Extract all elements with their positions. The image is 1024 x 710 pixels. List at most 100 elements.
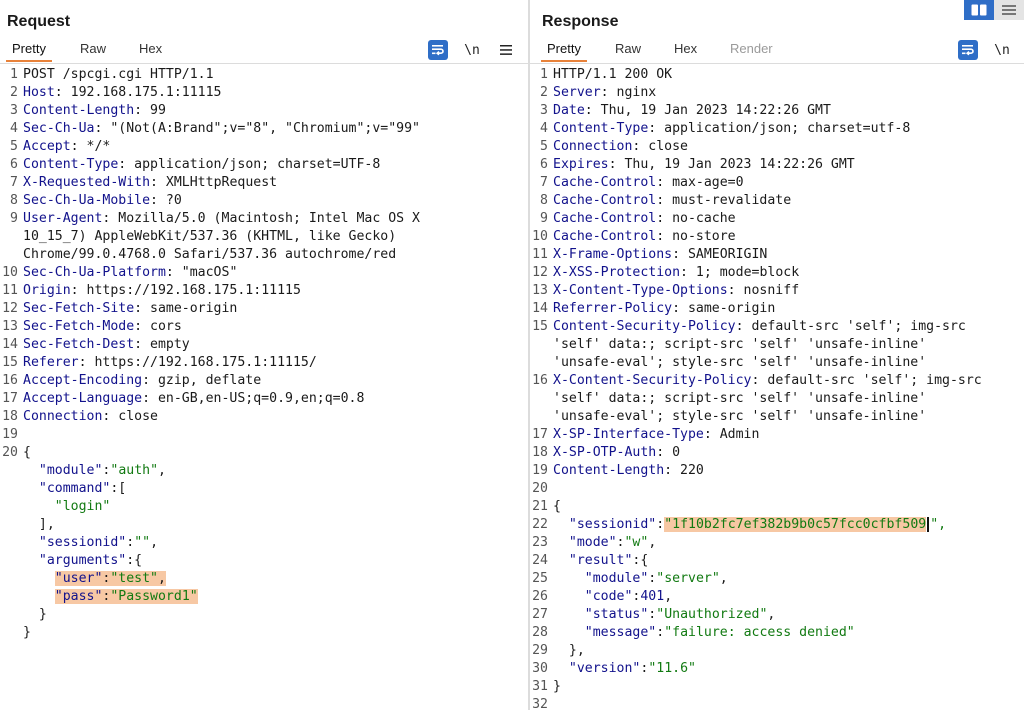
code-token: Content-Type [23, 157, 119, 172]
word-wrap-icon[interactable] [958, 40, 978, 60]
tab-pretty[interactable]: Pretty [6, 41, 52, 62]
code-token: "command" [38, 481, 111, 496]
line-number [530, 408, 553, 426]
code-token: Cache-Control [553, 229, 657, 244]
code-token: : 192.168.175.1:11115 [54, 85, 222, 100]
code-token: Content-Security-Policy [553, 319, 736, 334]
tab-hex[interactable]: Hex [674, 41, 698, 56]
code-text: Expires: Thu, 19 Jan 2023 14:22:26 GMT [553, 156, 855, 174]
highlighted-token: "pass" [54, 589, 103, 604]
word-wrap-icon[interactable] [428, 40, 448, 60]
code-token: : must-revalidate [656, 193, 792, 208]
line-number: 15 [2, 355, 18, 370]
code-token: Sec-Ch-Ua-Mobile [23, 193, 151, 208]
code-line: 20 { [0, 444, 528, 462]
code-token: "sessionid" [38, 535, 127, 550]
code-text: Connection: close [553, 138, 688, 156]
pane-divider[interactable] [528, 0, 530, 710]
code-text: Cache-Control: max-age=0 [553, 174, 744, 192]
code-text: { [23, 444, 31, 462]
line-number [0, 246, 23, 264]
code-line: } [0, 624, 528, 642]
line-number: 9 [10, 211, 18, 226]
line-number: 4 [10, 121, 18, 136]
code-text: Cache-Control: no-cache [553, 210, 736, 228]
tab-raw[interactable]: Raw [615, 41, 642, 56]
code-token [553, 535, 569, 550]
highlighted-token: "Password1" [110, 589, 198, 604]
code-text: 'self' data:; script-src 'self' 'unsafe-… [553, 390, 926, 408]
line-number: 20 [2, 445, 18, 460]
code-token: : https://192.168.175.1:11115/ [78, 355, 317, 370]
code-text: "mode":"w", [553, 534, 656, 552]
split-view-icon[interactable] [964, 0, 994, 20]
line-number: 10 [532, 229, 548, 244]
line-number: 17 [2, 391, 18, 406]
code-token: 'unsafe-eval'; style-src 'self' 'unsafe-… [553, 355, 927, 370]
code-token: "" [134, 535, 151, 550]
code-token: : [616, 535, 625, 550]
code-text: ], [23, 516, 55, 534]
code-line: 25 "module":"server", [530, 570, 1024, 588]
code-token: X-Content-Security-Policy [553, 373, 752, 388]
code-line: 27 "status":"Unauthorized", [530, 606, 1024, 624]
code-token: : same-origin [134, 301, 238, 316]
code-line: 22 "sessionid":"1f10b2fc7ef382b9b0c57fcc… [530, 516, 1024, 534]
code-token: : nosniff [727, 283, 800, 298]
code-token: }, [553, 643, 585, 658]
tab-raw[interactable]: Raw [80, 41, 107, 56]
code-text: "command":[ [23, 480, 126, 498]
code-token: :[ [110, 481, 127, 496]
code-token: "result" [568, 553, 633, 568]
line-number: 8 [540, 193, 548, 208]
tab-hex[interactable]: Hex [139, 41, 163, 56]
code-token: "sessionid" [568, 517, 657, 532]
code-token: "failure: access denied" [664, 625, 855, 640]
code-token: Connection [553, 139, 633, 154]
code-line: 32 [530, 696, 1024, 710]
code-token: X-Content-Type-Options [553, 283, 728, 298]
code-token: Date [553, 103, 585, 118]
line-number [0, 570, 23, 588]
tab-pretty[interactable]: Pretty [541, 41, 587, 62]
line-number: 29 [532, 643, 548, 658]
code-line: ], [0, 516, 528, 534]
code-line: "module":"auth", [0, 462, 528, 480]
stacked-view-icon[interactable] [994, 0, 1024, 20]
code-token: ", [930, 517, 947, 532]
line-number: 10 [2, 265, 18, 280]
code-token: Expires [553, 157, 609, 172]
code-token: 'self' data:; script-src 'self' 'unsafe-… [553, 391, 927, 406]
code-token: "auth" [110, 463, 159, 478]
code-text: X-Requested-With: XMLHttpRequest [23, 174, 277, 192]
code-line: 30 "version":"11.6" [530, 660, 1024, 678]
tab-render[interactable]: Render [730, 41, 773, 56]
layout-toggle[interactable] [964, 0, 1024, 20]
code-token: : default-src 'self'; img-src [751, 373, 982, 388]
code-token: "login" [54, 499, 111, 514]
newline-toggle[interactable]: \n [464, 42, 480, 58]
text-cursor [927, 516, 930, 532]
menu-icon[interactable] [496, 40, 516, 60]
code-text: Sec-Fetch-Site: same-origin [23, 300, 237, 318]
code-token: : no-store [656, 229, 736, 244]
code-text: User-Agent: Mozilla/5.0 (Macintosh; Inte… [23, 210, 420, 228]
line-number: 15 [532, 319, 548, 334]
newline-toggle[interactable]: \n [994, 42, 1010, 58]
code-token: Cache-Control [553, 175, 657, 190]
code-token: , [767, 607, 776, 622]
line-number: 8 [10, 193, 18, 208]
